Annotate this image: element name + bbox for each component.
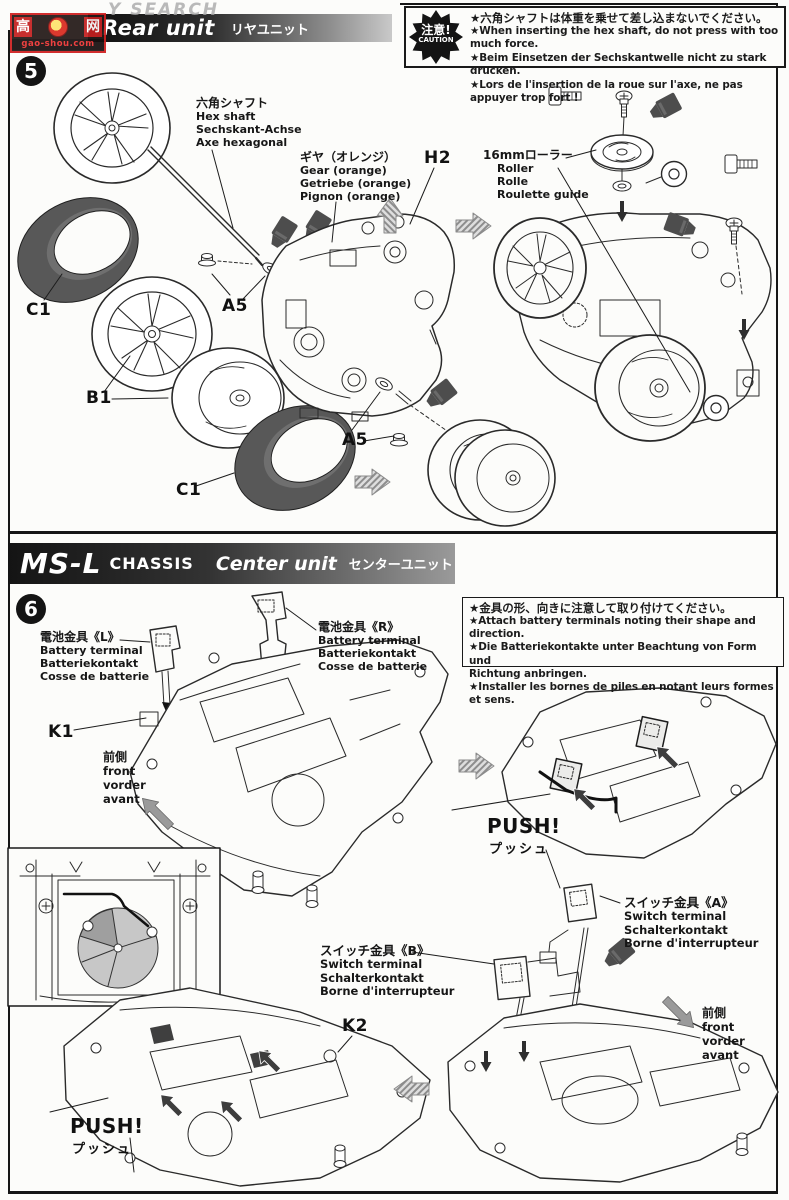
note-line: ★Installer les bornes de piles en notant… [469, 681, 774, 707]
caution-starburst-icon [409, 10, 463, 64]
caution-line: ★Lors de l'insertion de la roue sur l'ax… [470, 78, 743, 105]
switch-closeup-illustration [7, 847, 221, 1007]
center-unit-header: MS-L CHASSIS Center unit センターユニット [8, 543, 455, 584]
assembled-wheel-illustration [53, 72, 171, 184]
push-label: PUSH! [70, 1114, 144, 1138]
step-5-number: 5 [24, 59, 38, 83]
step-5-badge: 5 [16, 56, 46, 86]
caution-line: ★六角シャフトは体重を乗せて差し込まないでください。 [470, 11, 768, 25]
push-label-jp: プッシュ [72, 1142, 133, 1157]
cap-nut-illustration [390, 433, 408, 447]
wheel-b1-illustration [91, 276, 213, 392]
rear-wheel-spoked-illustration [493, 217, 587, 319]
caution-line: ★When inserting the hex shaft, do not pr… [470, 25, 779, 51]
watermark-logo: 高 网 gao-shou.com [10, 13, 106, 53]
right-arrow-icon [458, 752, 495, 780]
battery-terminal-r-label: 電池金具《R》 Battery terminal Batteriekontakt… [318, 620, 428, 673]
cap-nut-illustration [198, 253, 216, 267]
note-line: Richtung anbringen. [469, 667, 587, 680]
part-label-k1: K1 [48, 722, 75, 742]
leader-lines [49, 607, 621, 1173]
switch-terminal-b-label: スイッチ金具《B》 Switch terminal Schalterkontak… [320, 943, 455, 998]
push-label: PUSH! [487, 814, 561, 838]
center-unit-title: Center unit [215, 552, 337, 575]
roller-16mm-illustration [590, 134, 654, 172]
hex-shaft-label: 六角シャフト Hex shaft Sechskant-Achse Axe hex… [196, 96, 302, 149]
hex-shaft-illustration [147, 146, 264, 267]
caution-badge-jp: 注意! [421, 23, 451, 37]
step-6-number: 6 [24, 597, 38, 621]
note-line: ★Die Batteriekontakte unter Beachtung vo… [469, 641, 757, 667]
push-label-jp: プッシュ [489, 842, 550, 857]
watermark-char-right: 网 [84, 17, 102, 37]
chassis-label: CHASSIS [109, 554, 194, 573]
caution-line: ★Beim Einsetzen der Sechskantwelle nicht… [470, 51, 767, 78]
washer-icon [612, 180, 632, 192]
part-label-h2: H2 [424, 148, 452, 168]
part-label-a5: A5 [222, 296, 248, 316]
right-arrow-icon [354, 468, 391, 496]
note-line: ★金具の形、向きに注意して取り付けてください。 [469, 601, 732, 615]
watermark-emblem-icon [48, 17, 68, 37]
rear-unit-title-jp: リヤユニット [230, 22, 309, 38]
section-divider [8, 531, 778, 534]
washer-ring-icon [660, 160, 688, 188]
right-arrow-icon [455, 212, 492, 240]
rear-wheel-partial-illustration [454, 429, 556, 527]
front-direction-label: 前側 front vorder avant [103, 750, 146, 806]
wheel-hub-illustration [171, 347, 285, 449]
part-label-k2: K2 [342, 1016, 369, 1036]
screw-icon [724, 154, 758, 174]
part-label-a5: A5 [342, 430, 368, 450]
washer-ring-icon [702, 394, 730, 422]
chassis-h2-illustration [261, 213, 456, 422]
bottom-right-chassis-illustration [447, 1003, 779, 1183]
page-border-left [8, 30, 10, 1194]
part-label-b1: B1 [86, 388, 112, 408]
part-label-c1: C1 [26, 300, 52, 320]
page-border-top [400, 3, 778, 5]
part-label-c1: C1 [176, 480, 202, 500]
rear-unit-header: Rear unit リヤユニット [88, 14, 392, 42]
watermark-char-left: 高 [14, 17, 32, 37]
leader-lines [43, 149, 691, 487]
roller-label: 16mmローラー Roller Rolle Roulette guide [483, 148, 589, 201]
battery-terminal-l-label: 電池金具《L》 Battery terminal Batteriekontakt… [40, 630, 150, 683]
caution-badge: 注意! CAUTION [408, 9, 464, 65]
caution-box: 注意! CAUTION ★六角シャフトは体重を乗せて差し込まないでください。 ★… [404, 6, 786, 104]
watermark-url: gao-shou.com [12, 39, 104, 50]
assembly-notes-box: ★金具の形、向きに注意して取り付けてください。 ★Attach battery … [462, 597, 784, 706]
page-border-bottom [8, 1191, 778, 1194]
front-direction-label: 前側 front vorder avant [702, 1006, 745, 1062]
watermark-search-text: Y SEARCH [108, 0, 220, 20]
switch-terminal-a-label: スイッチ金具《A》 Switch terminal Schalterkontak… [624, 895, 759, 950]
push-chassis-illustration [501, 687, 777, 859]
rear-wheel-face-illustration [594, 334, 706, 442]
chassis-brand: MS-L [20, 547, 102, 580]
caution-badge-en: CAUTION [418, 36, 454, 44]
rear-unit-title: Rear unit [102, 16, 215, 40]
step-6-badge: 6 [16, 594, 46, 624]
center-unit-title-jp: センターユニット [348, 558, 453, 573]
note-line: ★Attach battery terminals noting their s… [469, 615, 756, 641]
gear-label: ギヤ（オレンジ） Gear (orange) Getriebe (orange)… [300, 150, 412, 203]
bottom-left-chassis-illustration [63, 987, 431, 1187]
